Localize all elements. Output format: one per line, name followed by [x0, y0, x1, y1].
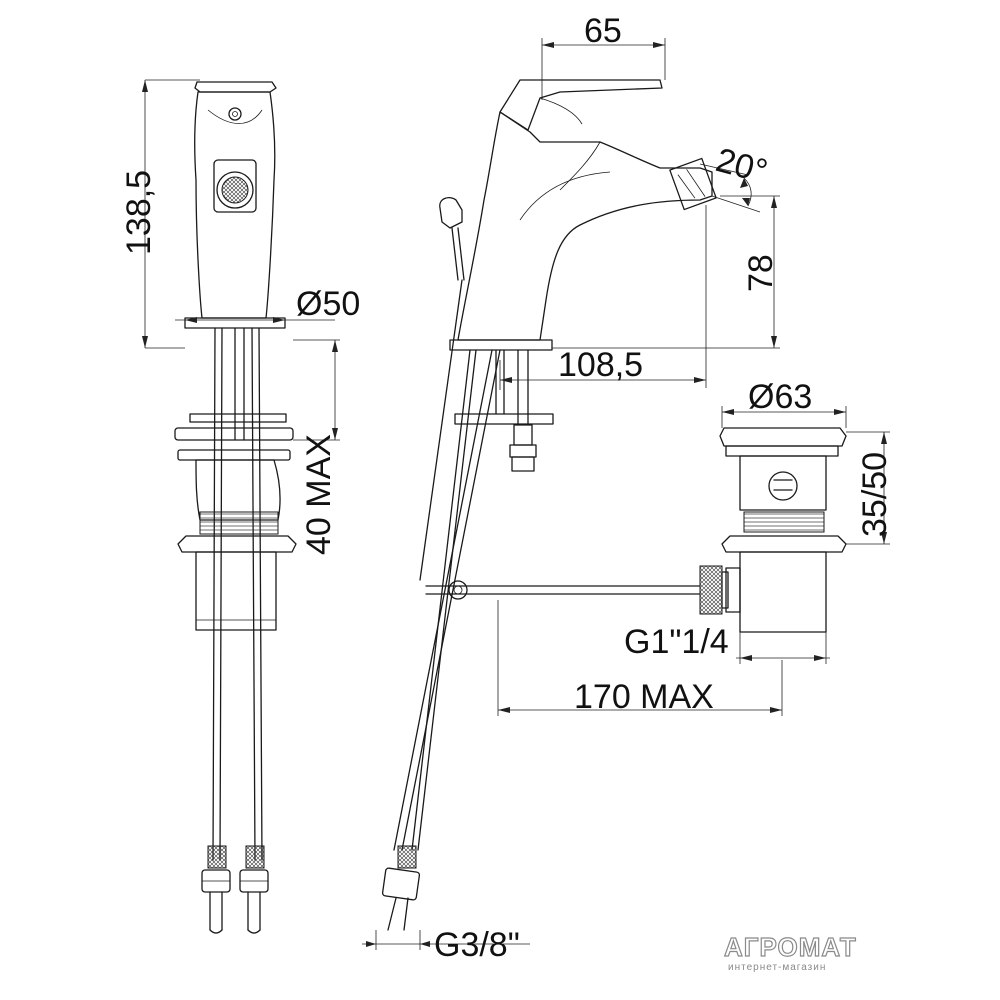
watermark-tagline: интернет-магазин: [728, 962, 826, 973]
dim-angle-lines: [699, 163, 761, 213]
side-body: [457, 111, 713, 341]
dim-height-total-lines: [142, 79, 200, 349]
dim-rod-length-lines: [497, 600, 783, 716]
front-base: [184, 317, 286, 329]
front-washer: [189, 413, 287, 423]
front-lever: [194, 81, 277, 93]
watermark-logo: АГРОМАТ интернет-магазин: [723, 931, 857, 973]
dim-hose-thread: G3/8": [434, 926, 520, 964]
side-view: 65 20° 78 108,5: [362, 12, 783, 964]
dim-deck-thickness: 40 MAX: [300, 434, 338, 555]
dim-hose-thread-lines: [362, 930, 530, 950]
dim-drain-diameter-lines: [721, 406, 847, 428]
dim-base-diameter-lines: [175, 317, 340, 441]
dim-height-total: 138,5: [120, 170, 158, 255]
side-popup-knob: [439, 197, 465, 281]
front-body: [194, 91, 276, 319]
side-base: [449, 339, 553, 351]
front-drain: [174, 427, 297, 631]
side-hose-end: [381, 845, 421, 931]
dim-spout-reach-lines: [499, 205, 707, 390]
dim-rod-length: 170 MAX: [574, 678, 714, 716]
drain-detail: Ø63 35/50 G1"1/4: [624, 378, 894, 664]
dim-spout-height-lines: [552, 195, 780, 349]
side-washer: [454, 413, 554, 425]
dim-drain-height: 35/50: [856, 452, 894, 537]
dim-drain-thread: G1"1/4: [624, 623, 729, 661]
front-nozzle: [213, 159, 257, 213]
dim-width-top-lines: [541, 38, 666, 100]
drain-screw: [768, 471, 798, 501]
side-lever: [499, 79, 663, 131]
front-screw: [228, 107, 242, 121]
watermark-brand: АГРОМАТ: [724, 932, 857, 962]
side-nut: [513, 424, 533, 446]
dim-drain-thread-lines: [736, 632, 830, 664]
dim-drain-height-lines: [846, 431, 890, 545]
dim-base-diameter: Ø50: [296, 285, 360, 323]
dim-drain-diameter: Ø63: [748, 378, 812, 416]
dim-spout-height: 78: [742, 254, 780, 292]
dim-width-top: 65: [584, 12, 622, 50]
drain-connector: [699, 565, 723, 615]
front-view: 138,5 Ø50 40 MAX: [120, 79, 360, 934]
dim-spout-reach: 108,5: [558, 346, 643, 384]
front-hose-ends: [201, 845, 269, 934]
dim-angle: 20°: [712, 141, 772, 191]
side-linkage-rod: [425, 580, 701, 600]
side-nozzle: [669, 157, 717, 211]
